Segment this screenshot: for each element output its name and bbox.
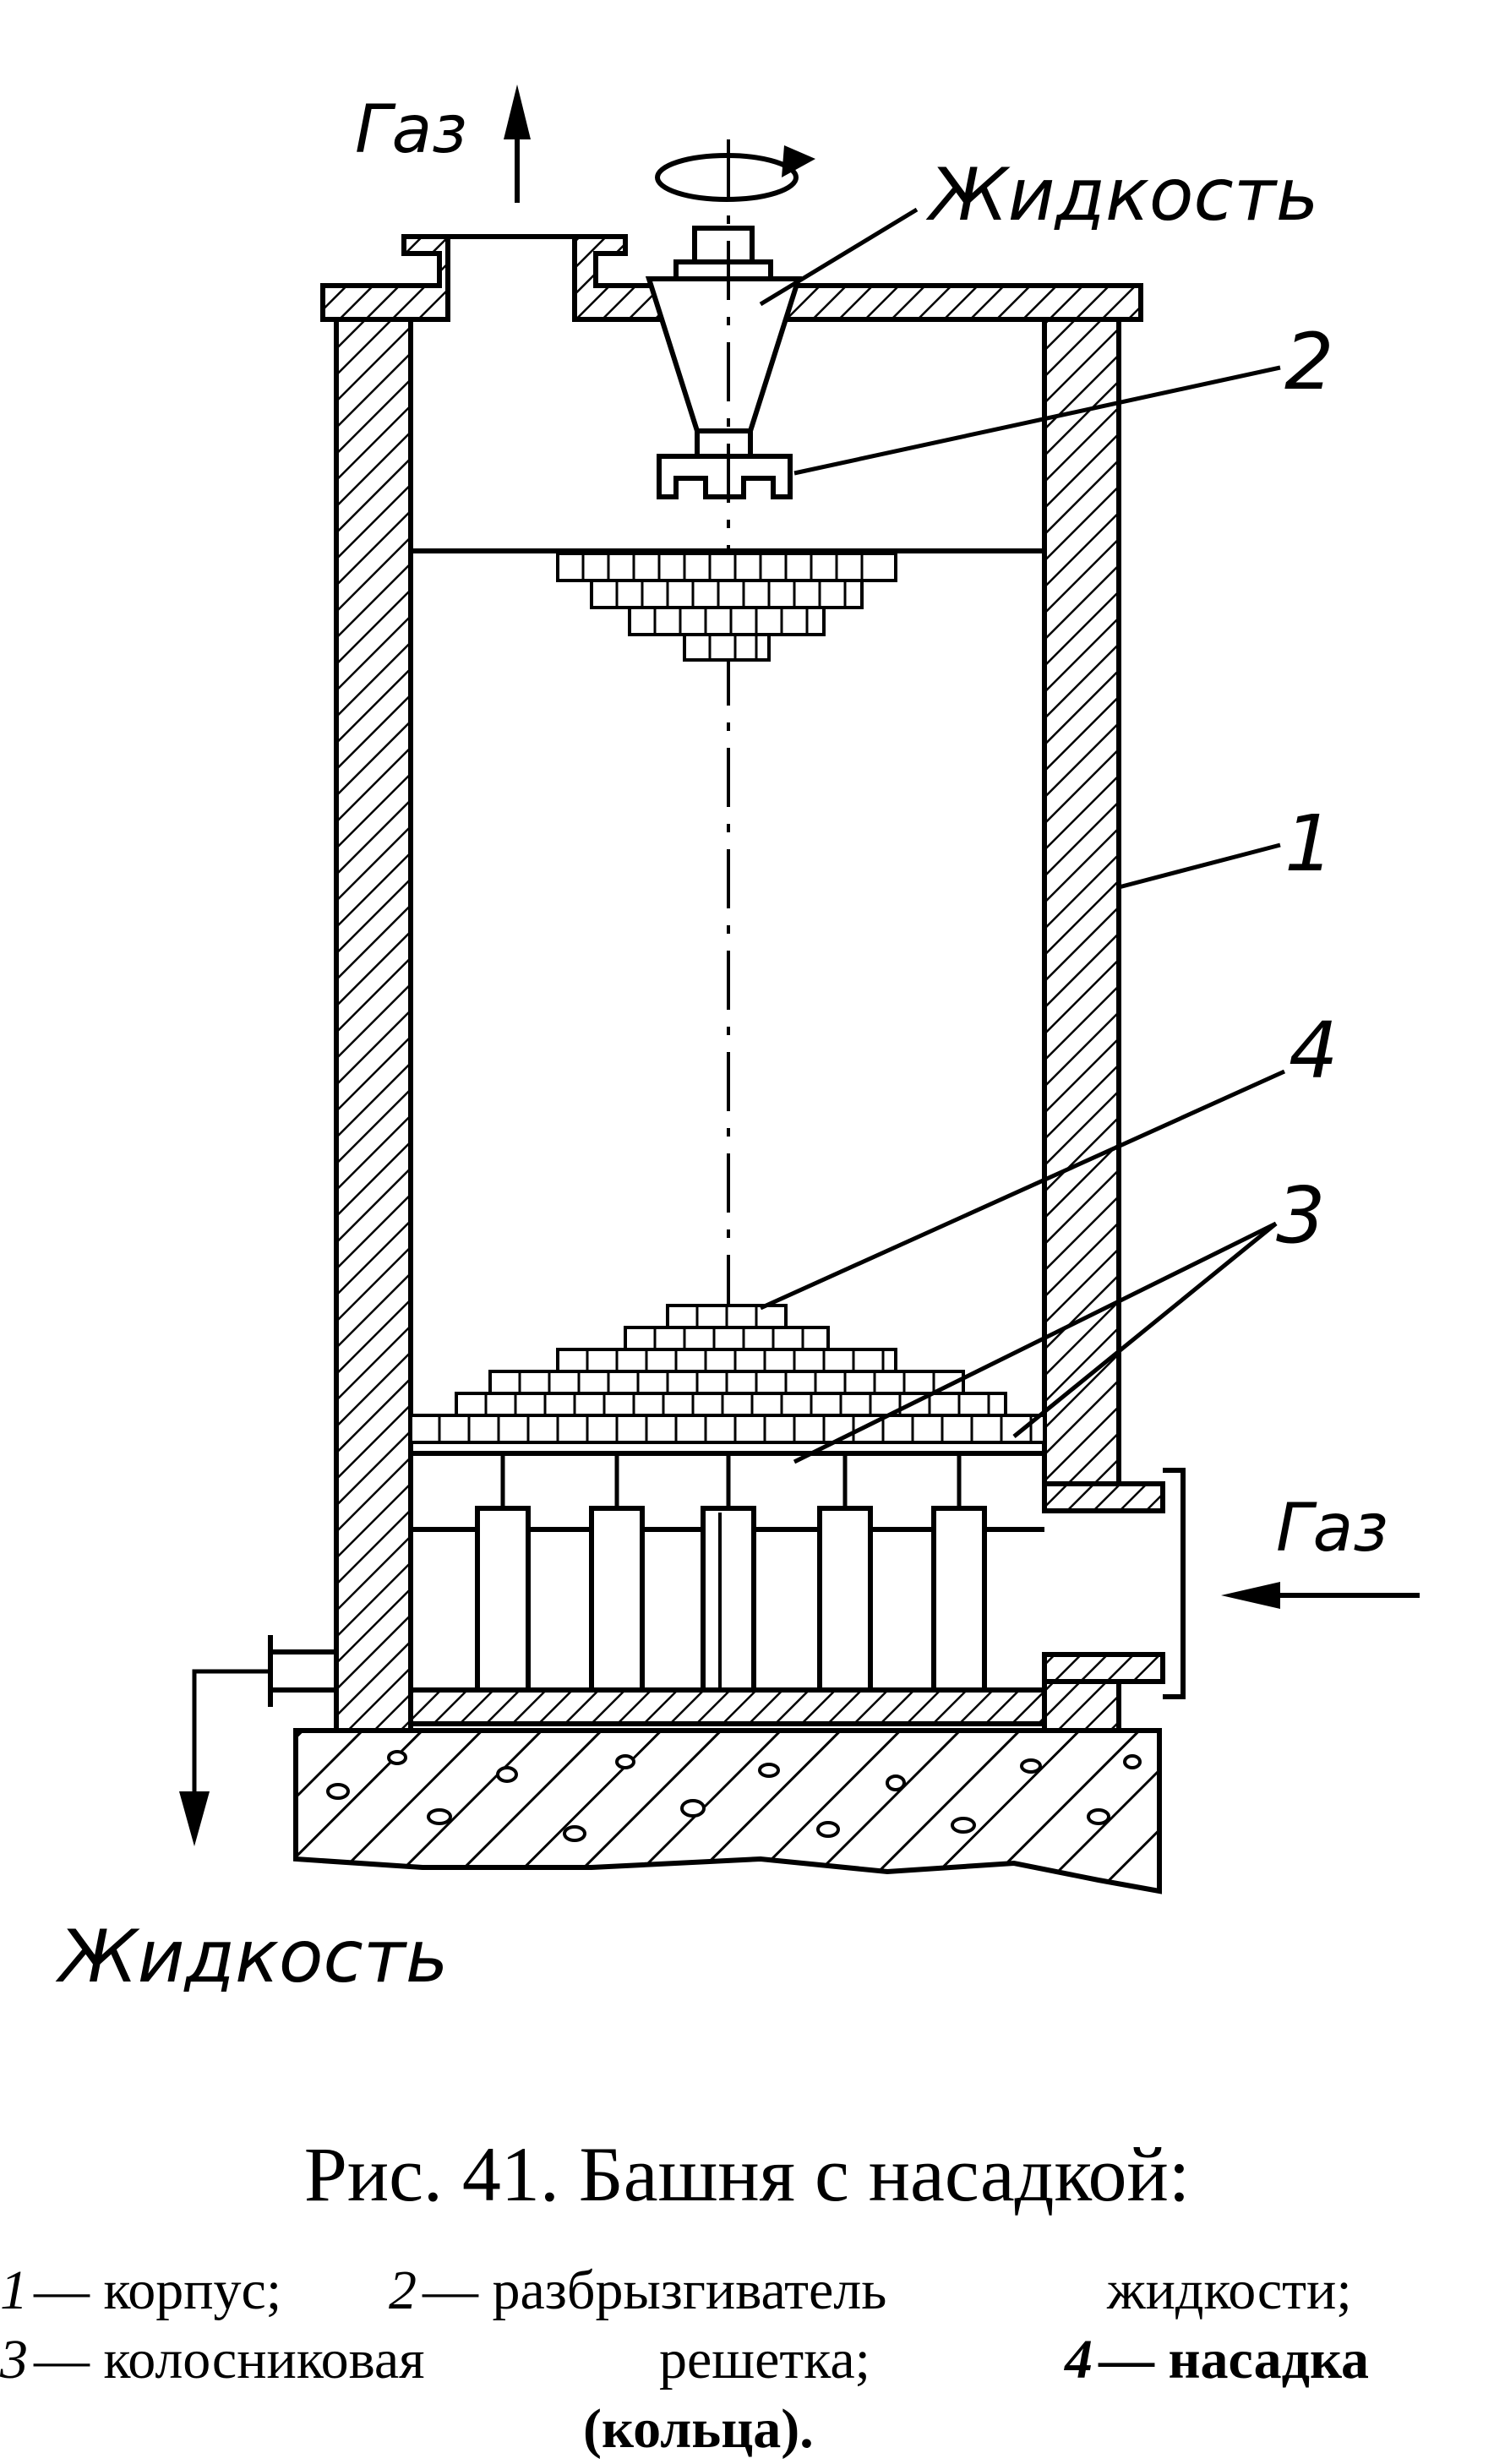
legend-text-3: — колосниковая bbox=[34, 2329, 425, 2390]
packing-ring-cells bbox=[438, 1306, 1033, 1442]
label-liquid-out: Жидкость bbox=[55, 1915, 449, 1999]
top-cover-left bbox=[320, 234, 450, 322]
gas-outlet-arrowhead bbox=[504, 84, 531, 139]
legend-number-2: 2 bbox=[389, 2260, 417, 2321]
upper-distributor bbox=[556, 552, 897, 662]
liquid-outlet-arrow-line bbox=[192, 1669, 270, 1808]
figure-caption-title: Рис. 41. Башня с насадкой: bbox=[303, 2131, 1191, 2217]
label-part-3: 3 bbox=[1276, 1170, 1326, 1261]
legend-number-3: 3 bbox=[0, 2329, 28, 2390]
figure-legend: 1 — корпус; 2 — разбрызгиватель жидкости… bbox=[0, 2256, 1494, 2464]
gas-inlet-flange-bottom bbox=[1042, 1652, 1165, 1684]
gas-inlet-arrowhead bbox=[1221, 1582, 1280, 1609]
foundation bbox=[293, 1728, 1162, 1894]
tower-wall-right bbox=[1042, 317, 1121, 1486]
sprayer-nozzle bbox=[657, 454, 793, 499]
leader-liquid-in bbox=[759, 207, 919, 307]
legend-number-4: 4 bbox=[1065, 2329, 1093, 2390]
grate-rods bbox=[500, 1453, 962, 1508]
legend-row-3: (кольца). bbox=[0, 2395, 1494, 2464]
bottom-plate bbox=[408, 1687, 1047, 1726]
label-gas-out: Газ bbox=[355, 92, 467, 168]
foundation-pebbles bbox=[326, 1750, 1142, 1842]
legend-row-1: 1 — корпус; 2 — разбрызгиватель жидкости… bbox=[0, 2256, 1494, 2325]
legend-text-2b: жидкости; bbox=[1107, 2260, 1352, 2321]
gas-inlet-rim bbox=[1163, 1468, 1186, 1699]
leader-2 bbox=[793, 365, 1281, 476]
leader-4 bbox=[759, 1069, 1286, 1311]
leader-1 bbox=[1118, 842, 1281, 890]
legend-text-4b: (кольца). bbox=[583, 2398, 814, 2460]
gas-inlet-flange-top bbox=[1042, 1481, 1165, 1513]
legend-text-4: — насадка bbox=[1099, 2329, 1370, 2390]
tower-wall-right-lower bbox=[1042, 1679, 1121, 1733]
label-liquid-in: Жидкость bbox=[925, 153, 1319, 237]
legend-row-2: 3 — колосниковая решетка; 4 — насадка bbox=[0, 2325, 1494, 2395]
packed-tower-diagram: Газ Жидкость Газ Жидкость 1 2 3 4 bbox=[55, 84, 1420, 1999]
sprayer-neck bbox=[695, 428, 753, 459]
label-part-2: 2 bbox=[1284, 317, 1334, 407]
rotation-arrowhead bbox=[782, 145, 815, 177]
sprayer-funnel bbox=[645, 276, 803, 433]
leader-3b bbox=[1012, 1222, 1278, 1438]
legend-number-1: 1 bbox=[0, 2260, 28, 2321]
legend-text-1: — корпус; bbox=[34, 2260, 282, 2321]
liquid-outlet-arrowhead bbox=[179, 1791, 210, 1846]
upper-distributor-cells bbox=[581, 553, 864, 660]
leader-3a bbox=[793, 1221, 1278, 1464]
label-part-4: 4 bbox=[1289, 1006, 1339, 1096]
grate-supports bbox=[475, 1506, 987, 1693]
legend-text-2: — разбрызгиватель bbox=[423, 2260, 887, 2321]
label-gas-in: Газ bbox=[1276, 1491, 1388, 1567]
tower-wall-left bbox=[334, 317, 413, 1733]
legend-text-3b: решетка; bbox=[659, 2329, 870, 2390]
label-part-1: 1 bbox=[1284, 799, 1334, 889]
liquid-outlet-pipe bbox=[268, 1649, 339, 1693]
